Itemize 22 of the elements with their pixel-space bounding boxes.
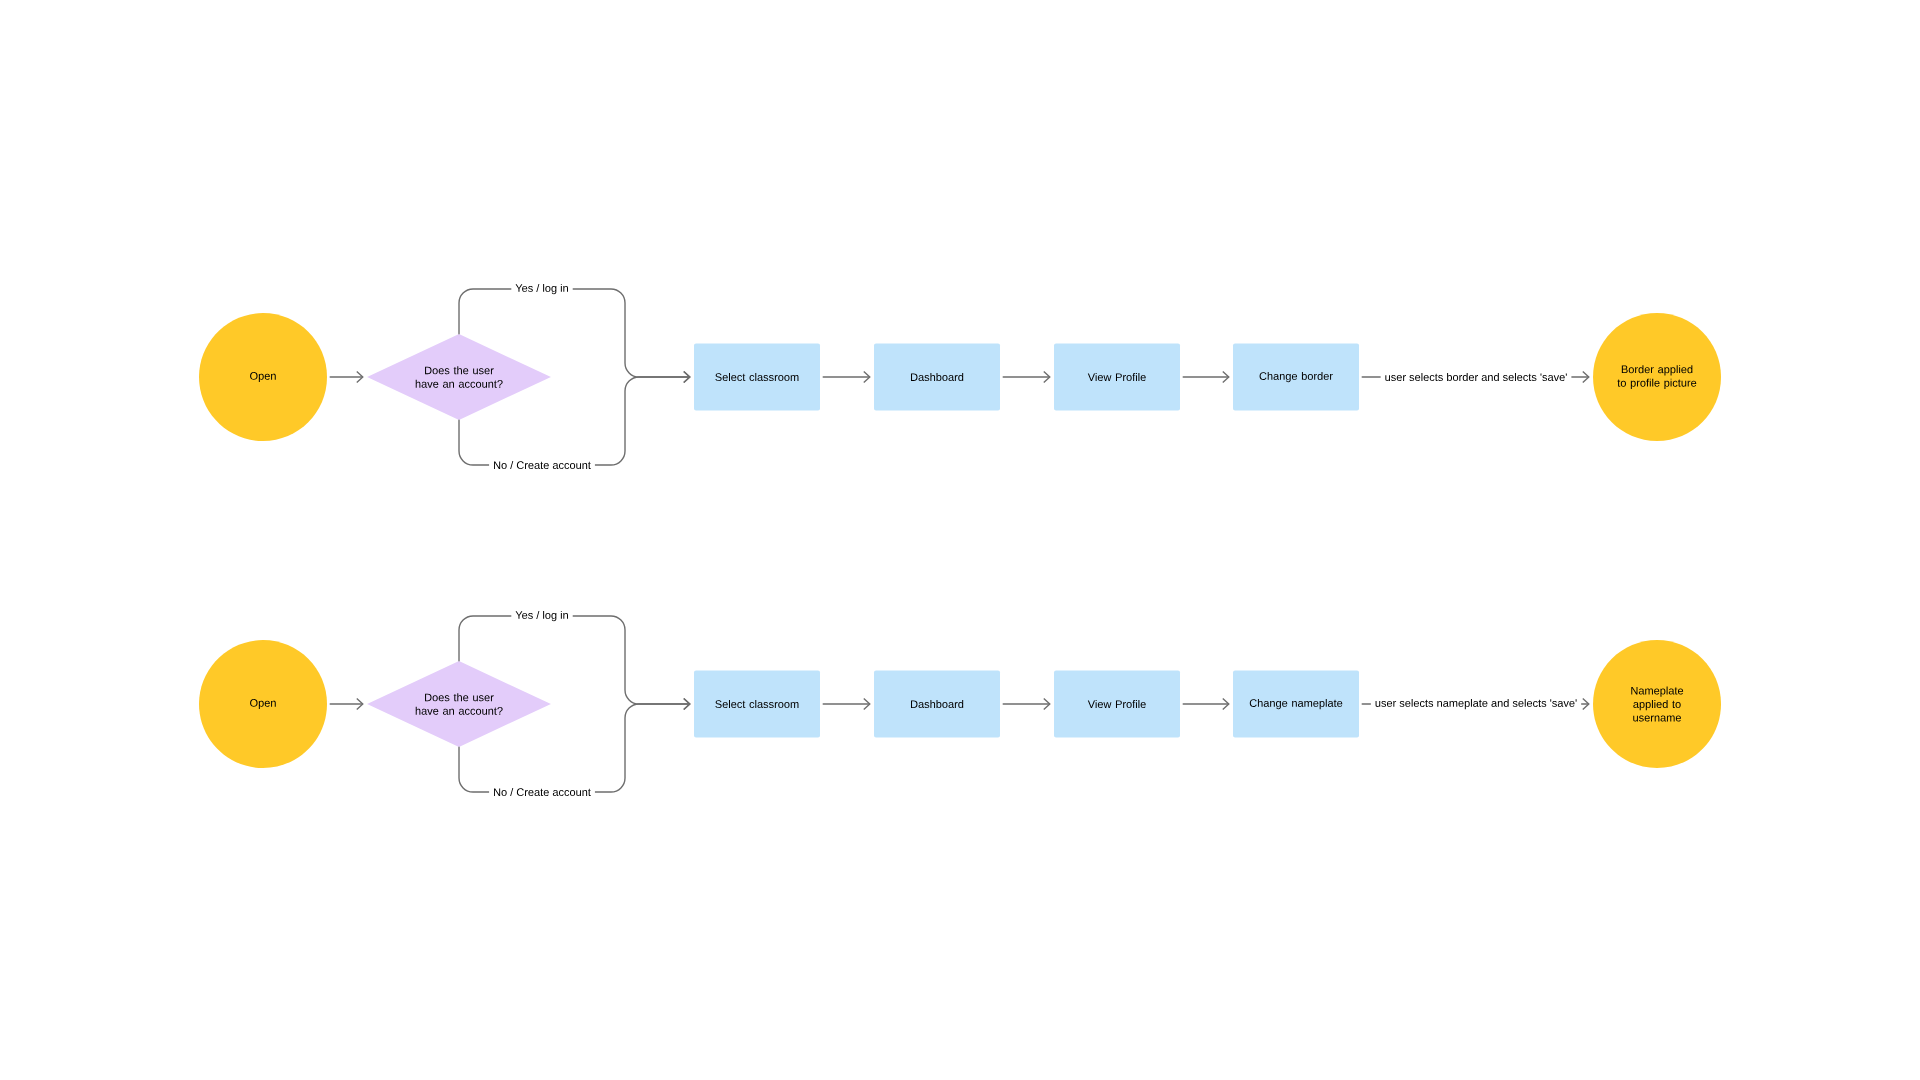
- edge-label: No / Create account: [489, 456, 595, 474]
- arrow: [329, 370, 364, 384]
- arrow: [1002, 370, 1051, 384]
- edge-label: Yes / log in: [511, 606, 573, 626]
- process-box: Change nameplate: [1233, 670, 1359, 738]
- process-box: Dashboard: [874, 670, 1000, 738]
- process-box: View Profile: [1054, 343, 1180, 411]
- process-box: Dashboard: [874, 343, 1000, 411]
- arrow: [1002, 697, 1051, 711]
- arrow: [1182, 697, 1230, 711]
- edge-label: user selects border and selects 'save': [1380, 368, 1572, 386]
- arrow: [1182, 370, 1230, 384]
- arrow: [822, 697, 871, 711]
- process-box: Select classroom: [694, 343, 820, 411]
- arrow: [822, 370, 871, 384]
- edge-label: Yes / log in: [511, 279, 573, 299]
- arrow: [329, 697, 364, 711]
- edge-label: No / Create account: [489, 783, 595, 801]
- process-box: Select classroom: [694, 670, 820, 738]
- edge-label: user selects nameplate and selects 'save': [1370, 694, 1582, 714]
- process-box: Change border: [1233, 343, 1359, 411]
- process-box: View Profile: [1054, 670, 1180, 738]
